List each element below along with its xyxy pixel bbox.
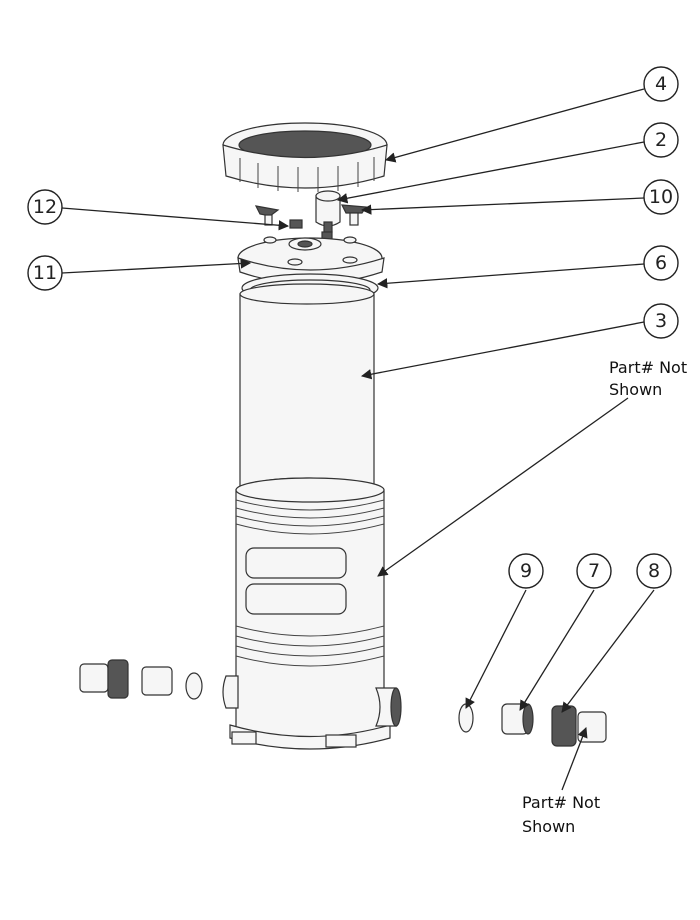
svg-text:Part# Not: Part# Not [522, 793, 600, 812]
callout-10: 10 [643, 179, 679, 215]
callout-9: 9 [508, 553, 544, 589]
tail-piece-part-7 [501, 703, 534, 735]
filter-cartridge-part [239, 283, 375, 503]
note-part-not-shown-top: Part# Not Shown [609, 358, 687, 399]
leader-line-3 [360, 321, 645, 380]
callout-8: 8 [636, 553, 672, 589]
svg-text:2: 2 [655, 129, 667, 151]
lock-ring-part [222, 122, 388, 192]
svg-text:12: 12 [33, 196, 57, 218]
leader-line-7 [519, 589, 595, 711]
leader-line-6 [376, 263, 645, 289]
air-relief-valve-part [315, 190, 341, 233]
callout-2: 2 [643, 122, 679, 158]
callout-7: 7 [576, 553, 612, 589]
leader-line-10 [360, 197, 645, 215]
leader-line-2 [336, 141, 645, 204]
svg-text:10: 10 [649, 186, 673, 208]
leader-line-9 [465, 589, 527, 709]
leader-line-4 [384, 88, 645, 163]
cap-knob-part [254, 205, 280, 226]
left-union-fittings [79, 659, 203, 700]
svg-text:Part# Not: Part# Not [609, 358, 687, 377]
callout-3: 3 [643, 303, 679, 339]
svg-text:11: 11 [33, 262, 57, 284]
pressure-gauge-knob-part [340, 204, 368, 226]
leader-line-top-note [377, 397, 629, 577]
leader-line-bottom-note [561, 727, 588, 791]
callout-4: 4 [643, 66, 679, 102]
callout-11: 11 [27, 255, 63, 291]
svg-text:9: 9 [520, 560, 532, 582]
leader-line-12 [61, 207, 290, 231]
o-ring-part-9 [458, 703, 474, 733]
svg-text:Shown: Shown [609, 380, 662, 399]
leader-line-8 [561, 589, 655, 713]
filter-tank-part [222, 477, 402, 750]
callout-6: 6 [643, 245, 679, 281]
svg-text:Shown: Shown [522, 817, 575, 836]
svg-text:8: 8 [648, 560, 660, 582]
svg-text:7: 7 [588, 560, 600, 582]
union-nut-part-8 [551, 705, 607, 747]
svg-text:4: 4 [655, 73, 667, 95]
svg-text:6: 6 [655, 252, 667, 274]
note-part-not-shown-bottom: Part# Not Shown [522, 793, 600, 836]
callout-12: 12 [27, 189, 63, 225]
leader-line-11 [61, 258, 252, 274]
svg-text:3: 3 [655, 310, 667, 332]
